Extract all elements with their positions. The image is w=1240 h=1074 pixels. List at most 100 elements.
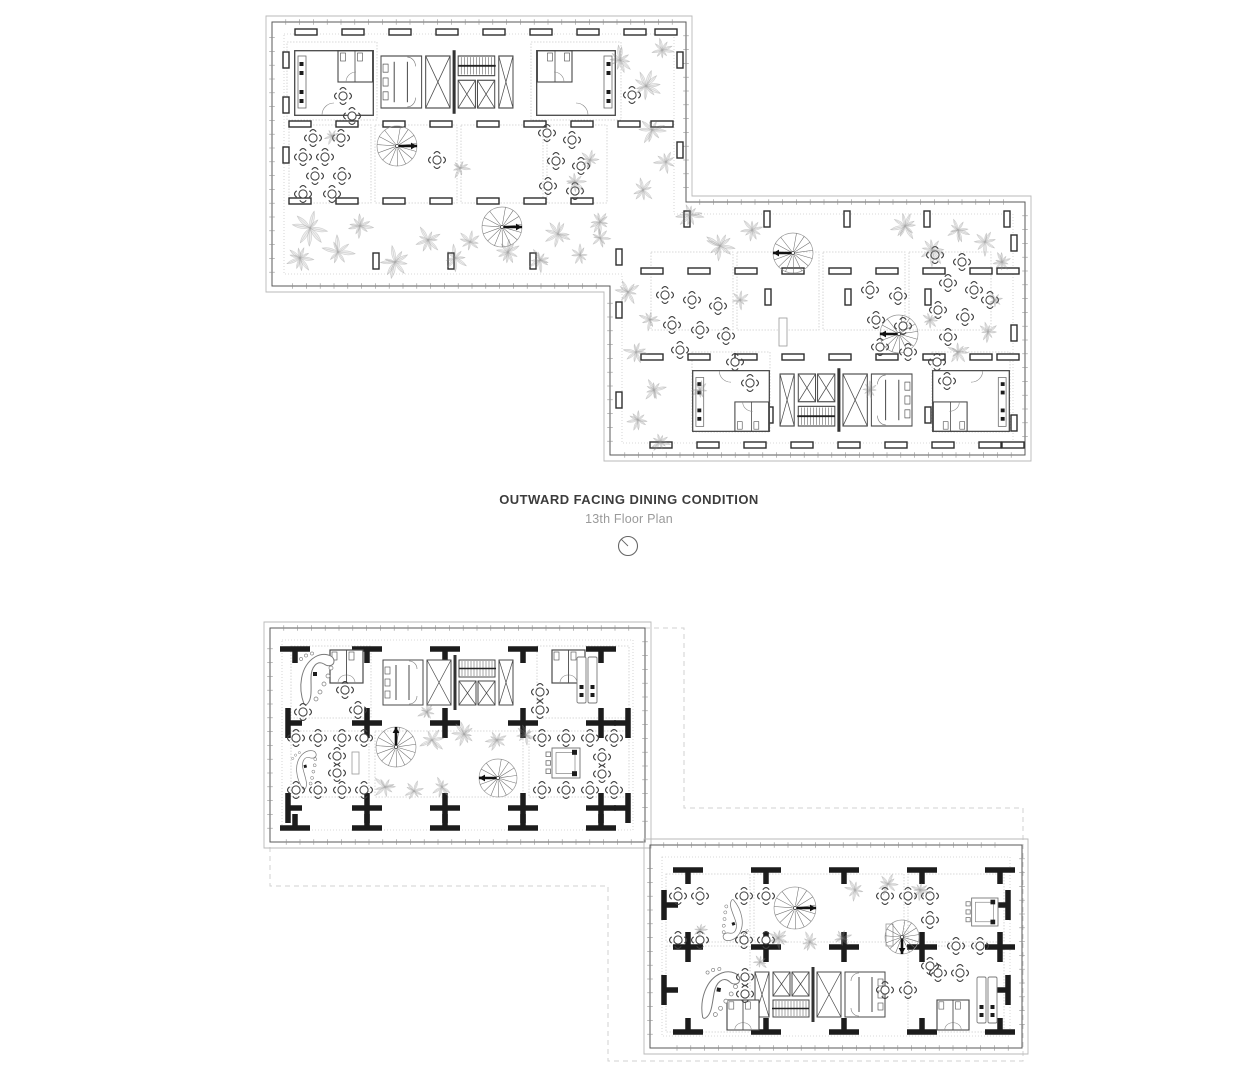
tree-rib — [496, 739, 500, 747]
tree-frond — [441, 786, 448, 796]
chair — [580, 786, 585, 794]
tree — [417, 702, 435, 719]
chair — [292, 780, 300, 785]
tree-rib — [665, 161, 668, 174]
tree-rib — [694, 928, 701, 931]
tree-rib — [593, 214, 601, 223]
tree-frond — [951, 347, 959, 353]
tree-frond — [579, 254, 587, 261]
dining-table — [928, 300, 948, 320]
chair — [337, 190, 342, 198]
dining-table — [331, 128, 351, 148]
dining-table — [690, 930, 710, 950]
table-top — [925, 915, 935, 925]
toilet-fixture — [753, 421, 760, 430]
column — [969, 267, 993, 275]
tree-rib — [485, 739, 498, 742]
appliance — [1000, 390, 1005, 395]
chair — [881, 995, 889, 1000]
dining-table — [970, 936, 990, 956]
tree-frond — [447, 251, 456, 259]
chair — [731, 367, 739, 372]
tree-frond — [639, 71, 647, 87]
stool — [321, 681, 327, 687]
tree-frond — [517, 727, 527, 736]
chair — [308, 153, 313, 161]
tree-rib — [539, 259, 549, 263]
chair — [926, 910, 934, 915]
chair — [674, 930, 682, 935]
spiral-stair — [375, 726, 417, 768]
tree-rib — [984, 233, 987, 243]
chair — [943, 969, 948, 977]
tree-frond — [619, 59, 631, 63]
chair — [741, 984, 749, 989]
tree-rib — [659, 436, 668, 443]
chair — [668, 315, 676, 320]
toilet-fixture — [382, 91, 389, 101]
cross-bar — [685, 932, 691, 962]
tree-rib — [525, 734, 528, 746]
tree-frond — [626, 351, 637, 360]
dining-table — [875, 886, 895, 906]
tree-frond — [460, 232, 471, 243]
tree-frond — [636, 409, 640, 421]
chair — [552, 151, 560, 156]
tree-rib — [836, 937, 843, 942]
tree-rib — [337, 251, 356, 255]
column — [388, 28, 412, 36]
tree-frond — [714, 245, 721, 256]
cross-bar — [442, 708, 448, 738]
tree-frond — [632, 413, 639, 421]
stair-tread — [388, 749, 396, 766]
tree-frond — [984, 231, 991, 243]
tree-frond — [661, 45, 673, 51]
table-top — [865, 285, 875, 295]
tree-frond — [910, 886, 921, 891]
tree-rib — [507, 251, 513, 263]
tree-frond — [599, 216, 608, 223]
tree-frond — [537, 251, 541, 261]
tree-frond — [347, 225, 361, 230]
tree-rib — [531, 259, 541, 262]
tree-rib — [648, 129, 653, 142]
tree-rib — [657, 49, 663, 57]
table-top — [313, 785, 323, 795]
appliance — [299, 62, 304, 66]
cross-stem — [520, 649, 526, 663]
tree-frond — [590, 220, 601, 224]
table-top — [353, 705, 363, 715]
tree-frond — [296, 215, 311, 229]
tree-rib — [469, 230, 473, 243]
stair-tread — [398, 135, 415, 145]
table-top — [673, 935, 683, 945]
elevator-x — [498, 659, 514, 706]
spiral-stair — [481, 206, 523, 248]
chair — [942, 358, 947, 366]
table-top — [880, 891, 890, 901]
tree-frond — [518, 734, 527, 741]
table-top — [597, 752, 607, 762]
tree-rib — [809, 941, 816, 950]
tree-frond — [991, 292, 996, 301]
tree-frond — [635, 189, 644, 200]
dining-table — [937, 371, 957, 391]
tree-rib — [653, 383, 660, 391]
service-core — [382, 655, 514, 710]
tree-rib — [451, 732, 465, 735]
tree — [516, 724, 536, 746]
dining-table — [860, 280, 880, 300]
tree-frond — [427, 730, 433, 741]
cross-column — [430, 793, 460, 823]
chair — [875, 986, 880, 994]
tree-rib — [426, 711, 429, 718]
table-top — [925, 891, 935, 901]
tree-rib — [289, 249, 301, 259]
tree-rib — [887, 883, 899, 885]
chair — [965, 969, 970, 977]
table-top — [313, 733, 323, 743]
tree-frond — [758, 961, 761, 968]
chair — [347, 172, 352, 180]
stair-tread — [482, 225, 500, 228]
table-top — [943, 332, 953, 342]
